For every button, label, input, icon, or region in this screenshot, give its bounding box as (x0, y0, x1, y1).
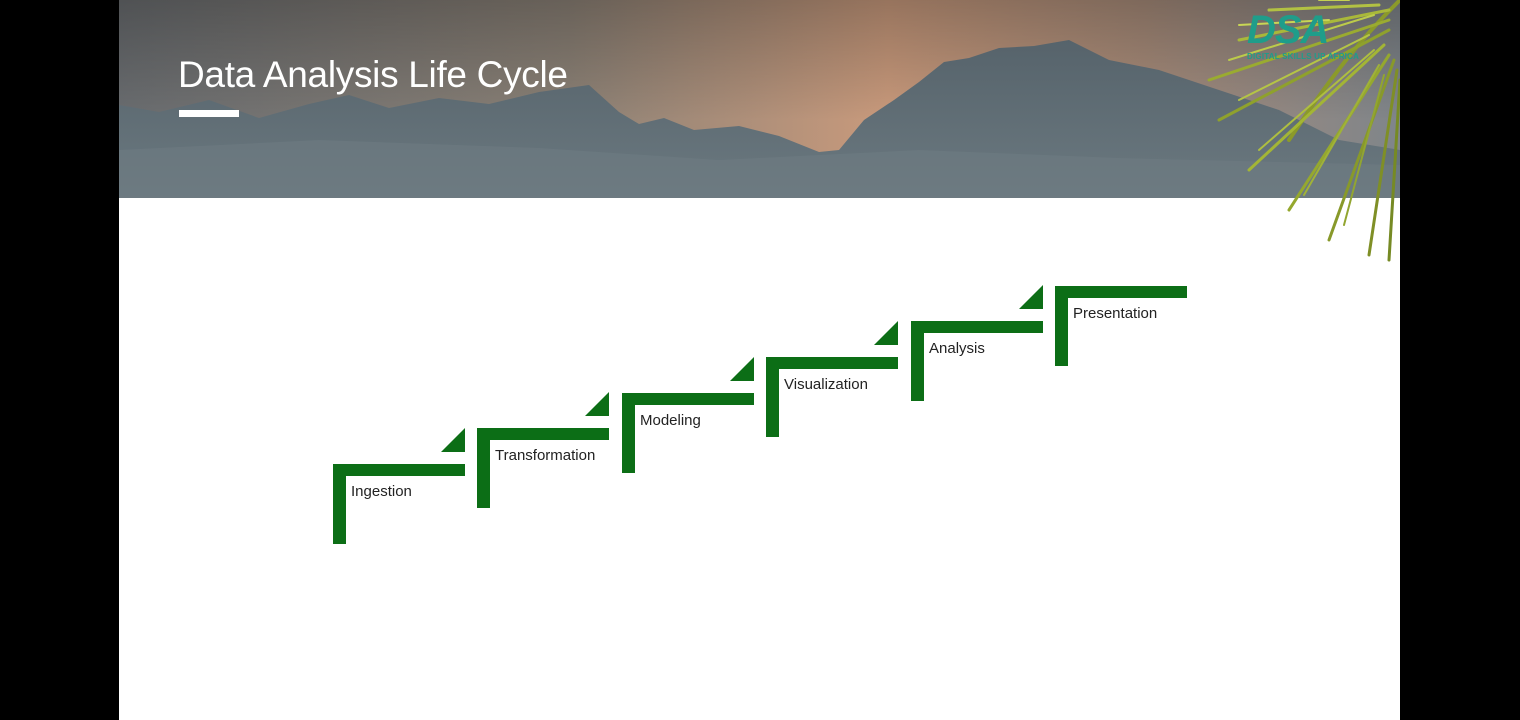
step-bar-top (333, 464, 465, 476)
step-bar-side (1055, 286, 1068, 366)
logo-mark: DSA (1247, 8, 1329, 52)
step-bar-side (911, 321, 924, 401)
step-corner-triangle (874, 321, 898, 345)
step-presentation: Presentation (1055, 286, 1189, 366)
step-corner-triangle (585, 392, 609, 416)
step-label: Transformation (495, 447, 596, 464)
step-corner-triangle (730, 357, 754, 381)
step-bar-top (622, 393, 754, 405)
palm-leaves-image (1089, 0, 1400, 270)
logo-subtitle: DIGITAL SKILLS UP AFRICA (1247, 52, 1360, 61)
step-ingestion: Ingestion (333, 428, 467, 544)
step-modeling: Modeling (622, 357, 756, 473)
step-bar-side (477, 428, 490, 508)
slide-title: Data Analysis Life Cycle (178, 54, 568, 95)
header-banner-image (119, 0, 1400, 198)
step-bar-side (766, 357, 779, 437)
title-underline (179, 110, 239, 117)
step-label: Modeling (640, 412, 701, 429)
step-label: Presentation (1073, 305, 1158, 322)
step-bar-side (333, 464, 346, 544)
dsa-logo: DSA DIGITAL SKILLS UP AFRICA (1247, 10, 1393, 70)
step-label: Analysis (929, 340, 985, 357)
step-corner-triangle (441, 428, 465, 452)
step-bar-top (766, 357, 898, 369)
step-bar-side (622, 393, 635, 473)
step-analysis: Analysis (911, 285, 1045, 401)
step-corner-triangle (1019, 285, 1043, 309)
step-bar-top (911, 321, 1043, 333)
step-visualization: Visualization (766, 321, 900, 437)
step-label: Visualization (784, 376, 868, 393)
step-bar-top (477, 428, 609, 440)
step-label: Ingestion (351, 483, 412, 500)
slide: DSA DIGITAL SKILLS UP AFRICA Data Analys… (119, 0, 1400, 720)
step-bar-top (1055, 286, 1187, 298)
step-transformation: Transformation (477, 392, 611, 508)
